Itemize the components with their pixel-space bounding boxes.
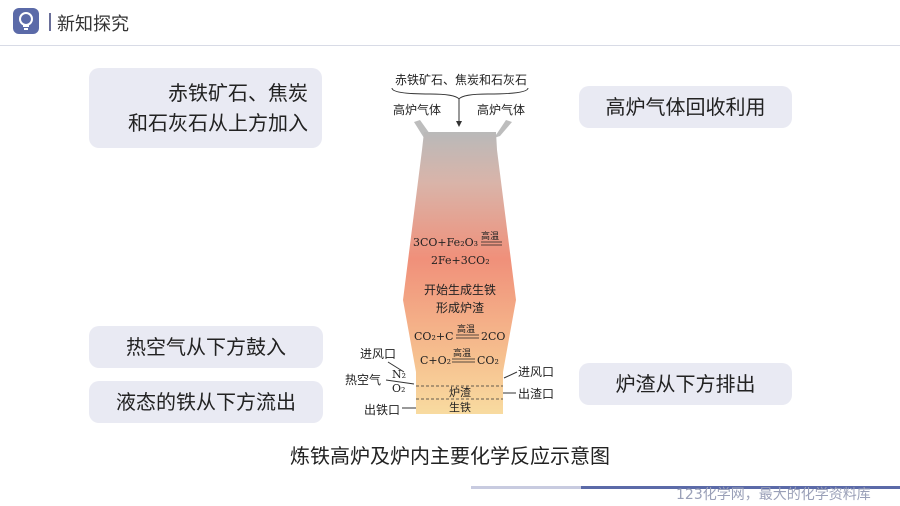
reaction3-rhs: CO₂ [477,354,499,367]
iron-outlet-label: 出铁口 [364,403,400,417]
reaction1-lhs: 3CO+Fe₂O₃ [413,236,478,249]
callout-gas-recycle: 高炉气体回收利用 [579,86,792,128]
diagram-caption: 炼铁高炉及炉内主要化学反应示意图 [290,444,610,468]
lightbulb-icon [19,12,33,30]
reaction2-condition: 高温 [457,323,475,335]
reaction2-lhs: CO₂+C [414,330,453,343]
n2-label: N₂ [392,368,406,381]
reaction3-lhs: C+O₂ [420,354,451,367]
iron-layer-label: 生铁 [449,400,471,414]
header: 新知探究 [0,0,900,46]
reaction2-rhs: 2CO [481,330,505,343]
zone-text-2: 形成炉渣 [436,301,484,315]
blast-furnace-diagram: 赤铁矿石、焦炭和石灰石 高炉气体 高炉气体 3CO+Fe₂O₃ 高温 2Fe+3… [345,73,554,417]
callout-hot-air: 热空气从下方鼓入 [89,326,323,368]
hot-air-arrow [385,379,415,385]
logo [13,8,39,34]
footer-line-accent [581,486,900,489]
air-inlet-right: 进风口 [518,365,554,379]
input-brace [391,87,529,100]
callout-raw-materials-line1: 赤铁矿石、焦炭 [168,81,308,105]
air-inlet-right-arrow [503,371,518,379]
callout-raw-materials-line2: 和石灰石从上方加入 [128,111,308,135]
title-divider [49,13,51,31]
o2-label: O₂ [392,382,405,395]
reaction3-condition: 高温 [453,347,471,359]
footer-line-light [471,486,581,489]
watermark: 123化学网，最大的化学资料库 [676,487,871,503]
diagram-gas-right: 高炉气体 [477,102,525,117]
zone-text-1: 开始生成生铁 [424,283,496,297]
callout-slag: 炉渣从下方排出 [579,363,792,405]
hot-air-label: 热空气 [345,372,381,387]
callout-raw-materials: 赤铁矿石、焦炭 和石灰石从上方加入 [89,68,322,148]
air-inlet-left: 进风口 [360,347,396,361]
reaction1-condition: 高温 [481,230,499,242]
diagram-top-input: 赤铁矿石、焦炭和石灰石 [395,73,527,87]
page-title: 新知探究 [57,14,129,35]
header-divider [0,45,900,46]
slag-layer-label: 炉渣 [449,385,471,399]
diagram-gas-left: 高炉气体 [393,102,441,117]
gas-pipe-right [494,120,512,138]
air-inlet-left-arrow [387,361,405,373]
input-arrowhead [456,121,462,127]
slag-outlet-label: 出渣口 [518,387,554,401]
callout-liquid-iron: 液态的铁从下方流出 [89,381,323,423]
reaction1-rhs: 2Fe+3CO₂ [431,254,490,267]
furnace-body [403,132,516,414]
